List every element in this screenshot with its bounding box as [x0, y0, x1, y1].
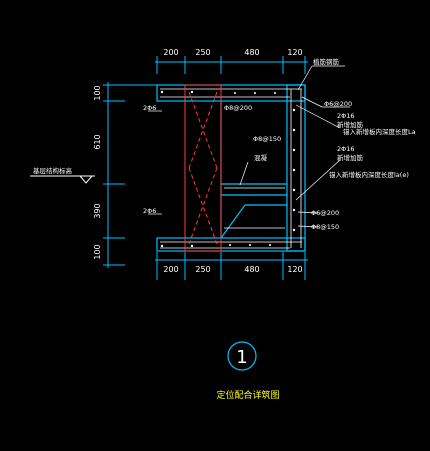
- bottom-dim-2: 250: [195, 265, 210, 274]
- caption-number: 1: [236, 347, 247, 368]
- label-bars-top: 2Φ16: [337, 112, 355, 120]
- top-dim-4: 120: [287, 48, 302, 57]
- label-anchor-mid: 锚入新增板内深度长度la(e): [329, 170, 409, 179]
- label-hoop-low: Φ8@150: [311, 223, 339, 231]
- label-add-mid: 新增加筋: [337, 153, 364, 162]
- label-add-top: 新增加筋: [337, 120, 364, 129]
- rebar-lines: [160, 88, 302, 249]
- bottom-dim-4: 120: [287, 265, 302, 274]
- label-left-top-bars: 2Φ6: [143, 104, 156, 112]
- bottom-dim-1: 200: [163, 265, 178, 274]
- ground-level-label: 基层结构标高: [33, 166, 73, 175]
- caption-number-circle: [227, 341, 257, 371]
- bottom-dimension-chain: [155, 252, 308, 280]
- left-dim-1: 100: [93, 85, 102, 100]
- top-dim-1: 200: [163, 48, 178, 57]
- bottom-dim-3: 480: [244, 265, 259, 274]
- left-dimension-chain: [103, 82, 160, 268]
- label-anchor-top: 锚入新增板内深度长度La: [343, 127, 416, 136]
- label-planted-rebar: 植筋钢筋: [313, 57, 340, 66]
- red-column: [184, 84, 222, 252]
- top-dim-2: 250: [195, 48, 210, 57]
- caption-group: 1 定位配合详筑图: [216, 341, 280, 401]
- left-dim-3: 390: [93, 203, 102, 218]
- left-dim-2: 610: [93, 134, 102, 149]
- top-dimension-chain: [155, 56, 308, 74]
- caption-title: 定位配合详筑图: [216, 389, 279, 401]
- label-ring-low: Φ6@200: [311, 209, 339, 217]
- top-dim-3: 480: [244, 48, 259, 57]
- label-inner-mid-hoop: Φ8@150: [253, 135, 281, 143]
- label-left-low-bars: 2Φ6: [143, 207, 156, 215]
- label-bars-mid: 2Φ16: [337, 145, 355, 153]
- ground-level-marker: [30, 175, 95, 184]
- rebar-dots: [160, 90, 296, 248]
- label-center-note: 混凝: [254, 153, 268, 162]
- label-ring-top: Φ6@200: [324, 100, 352, 108]
- leader-lines: [148, 65, 350, 228]
- label-inner-top-ring: Φ8@200: [224, 104, 252, 112]
- left-dim-4: 100: [93, 244, 102, 259]
